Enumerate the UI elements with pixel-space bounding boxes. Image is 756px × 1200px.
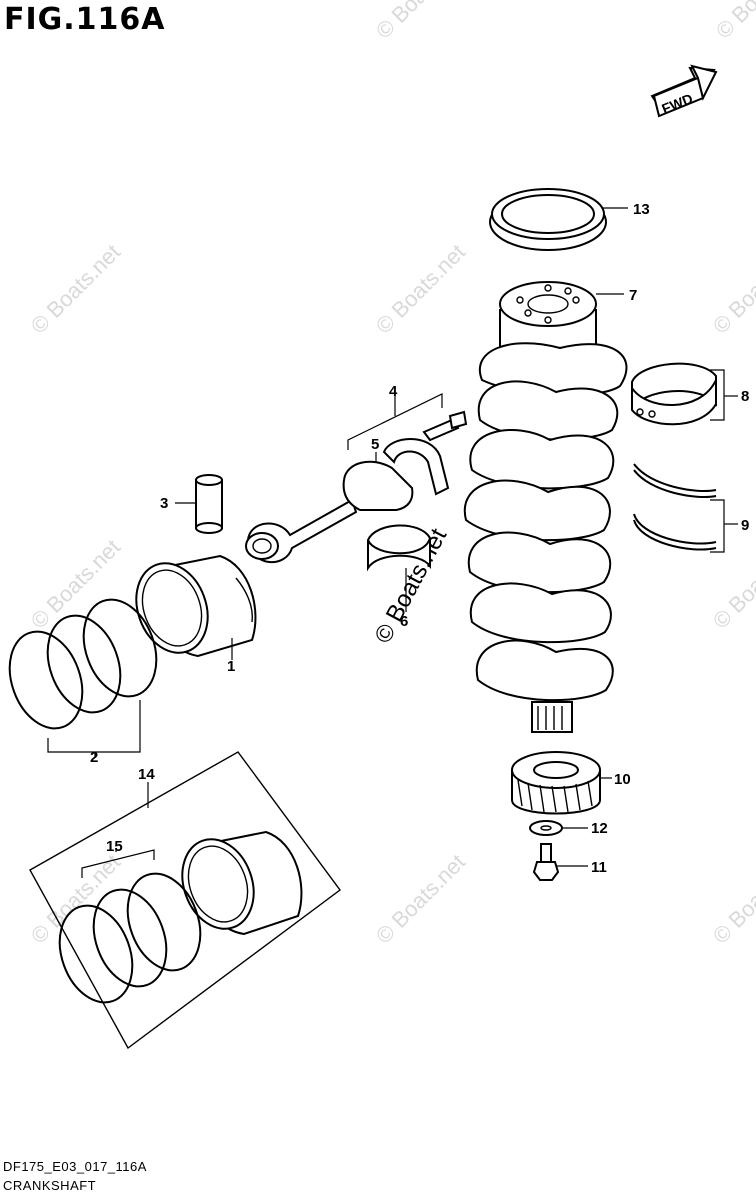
main-bearing-8 [631,362,717,426]
watermark: © Boats.net [708,849,756,948]
connecting-rod-4 [245,410,468,563]
thrust-bearing-9 [633,463,717,551]
watermark: © Boats.net [371,239,470,338]
piston-pin-3 [195,474,223,534]
callout-3: 3 [160,495,168,512]
watermark: © Boats.net [371,0,470,44]
callout-6: 6 [400,613,408,630]
watermark: © Boats.net [711,0,756,44]
watermark: © Boats.net [26,239,125,338]
figure-code: DF175_E03_017_116A [3,1159,147,1174]
figure-title: FIG.116A [4,2,166,37]
kit-piston-14 [181,830,303,936]
callout-11: 11 [591,859,607,876]
figure-name: CRANKSHAFT [3,1178,97,1193]
kit-rings-15 [58,872,202,1004]
bearing-6 [367,524,431,572]
callout-4: 4 [389,383,398,400]
callout-14: 14 [138,766,155,783]
callout-5: 5 [371,436,379,453]
callout-15: 15 [106,838,123,855]
kit-box-14 [29,751,341,1050]
gear-10 [511,751,601,815]
bolt-11 [532,843,560,881]
seal-ring-13 [489,188,607,251]
piston-rings-2 [8,598,158,730]
leader-lines [47,207,738,878]
callout-8: 8 [741,388,749,405]
watermark: © Boats.net [708,239,756,338]
callout-7: 7 [629,287,637,304]
watermark: © Boats.net [26,534,125,633]
crankshaft-7 [463,281,628,733]
callout-13: 13 [633,201,650,218]
watermark: © Boats.net [371,849,470,948]
callout-10: 10 [614,771,631,788]
piston-1 [135,554,257,658]
callout-1: 1 [227,658,235,675]
callout-numbers: 1 2 3 4 5 6 7 8 9 10 11 12 13 14 15 [90,201,749,876]
washer-12 [529,820,563,836]
fwd-arrow-icon: FWD [650,64,718,118]
callout-12: 12 [591,820,608,837]
callout-9: 9 [741,517,749,534]
callout-2: 2 [90,749,98,766]
